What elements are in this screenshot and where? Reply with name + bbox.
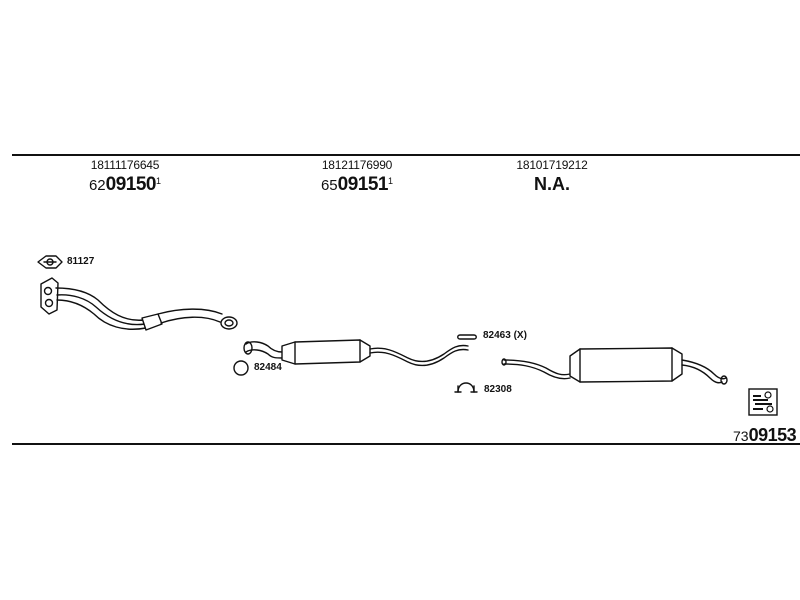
oe-number: 18121176990: [321, 158, 393, 172]
top-divider: [12, 154, 800, 156]
oe-number: 18111176645: [90, 158, 160, 172]
gasket-icon: [37, 255, 63, 269]
front-pipe-drawing: [40, 277, 238, 331]
exhaust-kit-icon: [748, 388, 778, 416]
clamp-label: 82308: [484, 384, 512, 395]
oe-number: 18101719212: [516, 158, 588, 172]
part-front-pipe[interactable]: 18111176645 62091501: [65, 158, 185, 196]
gasket-label: 81127: [67, 256, 95, 267]
part-middle-silencer[interactable]: 18121176990 65091511: [297, 158, 417, 196]
seal-ring-icon: [233, 360, 249, 376]
part-code: 65091511: [320, 174, 394, 195]
not-available-label: N.A.: [534, 174, 570, 194]
hanger-label: 82463 (X): [483, 330, 527, 341]
bottom-divider: [12, 443, 800, 445]
ring-label: 82484: [254, 362, 282, 373]
part-rear-silencer[interactable]: 18101719212 N.A.: [492, 158, 612, 195]
rear-silencer-drawing: [501, 347, 728, 385]
clamp-icon: [454, 382, 478, 393]
complete-set-code[interactable]: 7309153: [733, 425, 797, 445]
middle-silencer-drawing: [243, 339, 469, 367]
hanger-icon: [457, 334, 477, 340]
part-code: 62091501: [88, 174, 162, 195]
